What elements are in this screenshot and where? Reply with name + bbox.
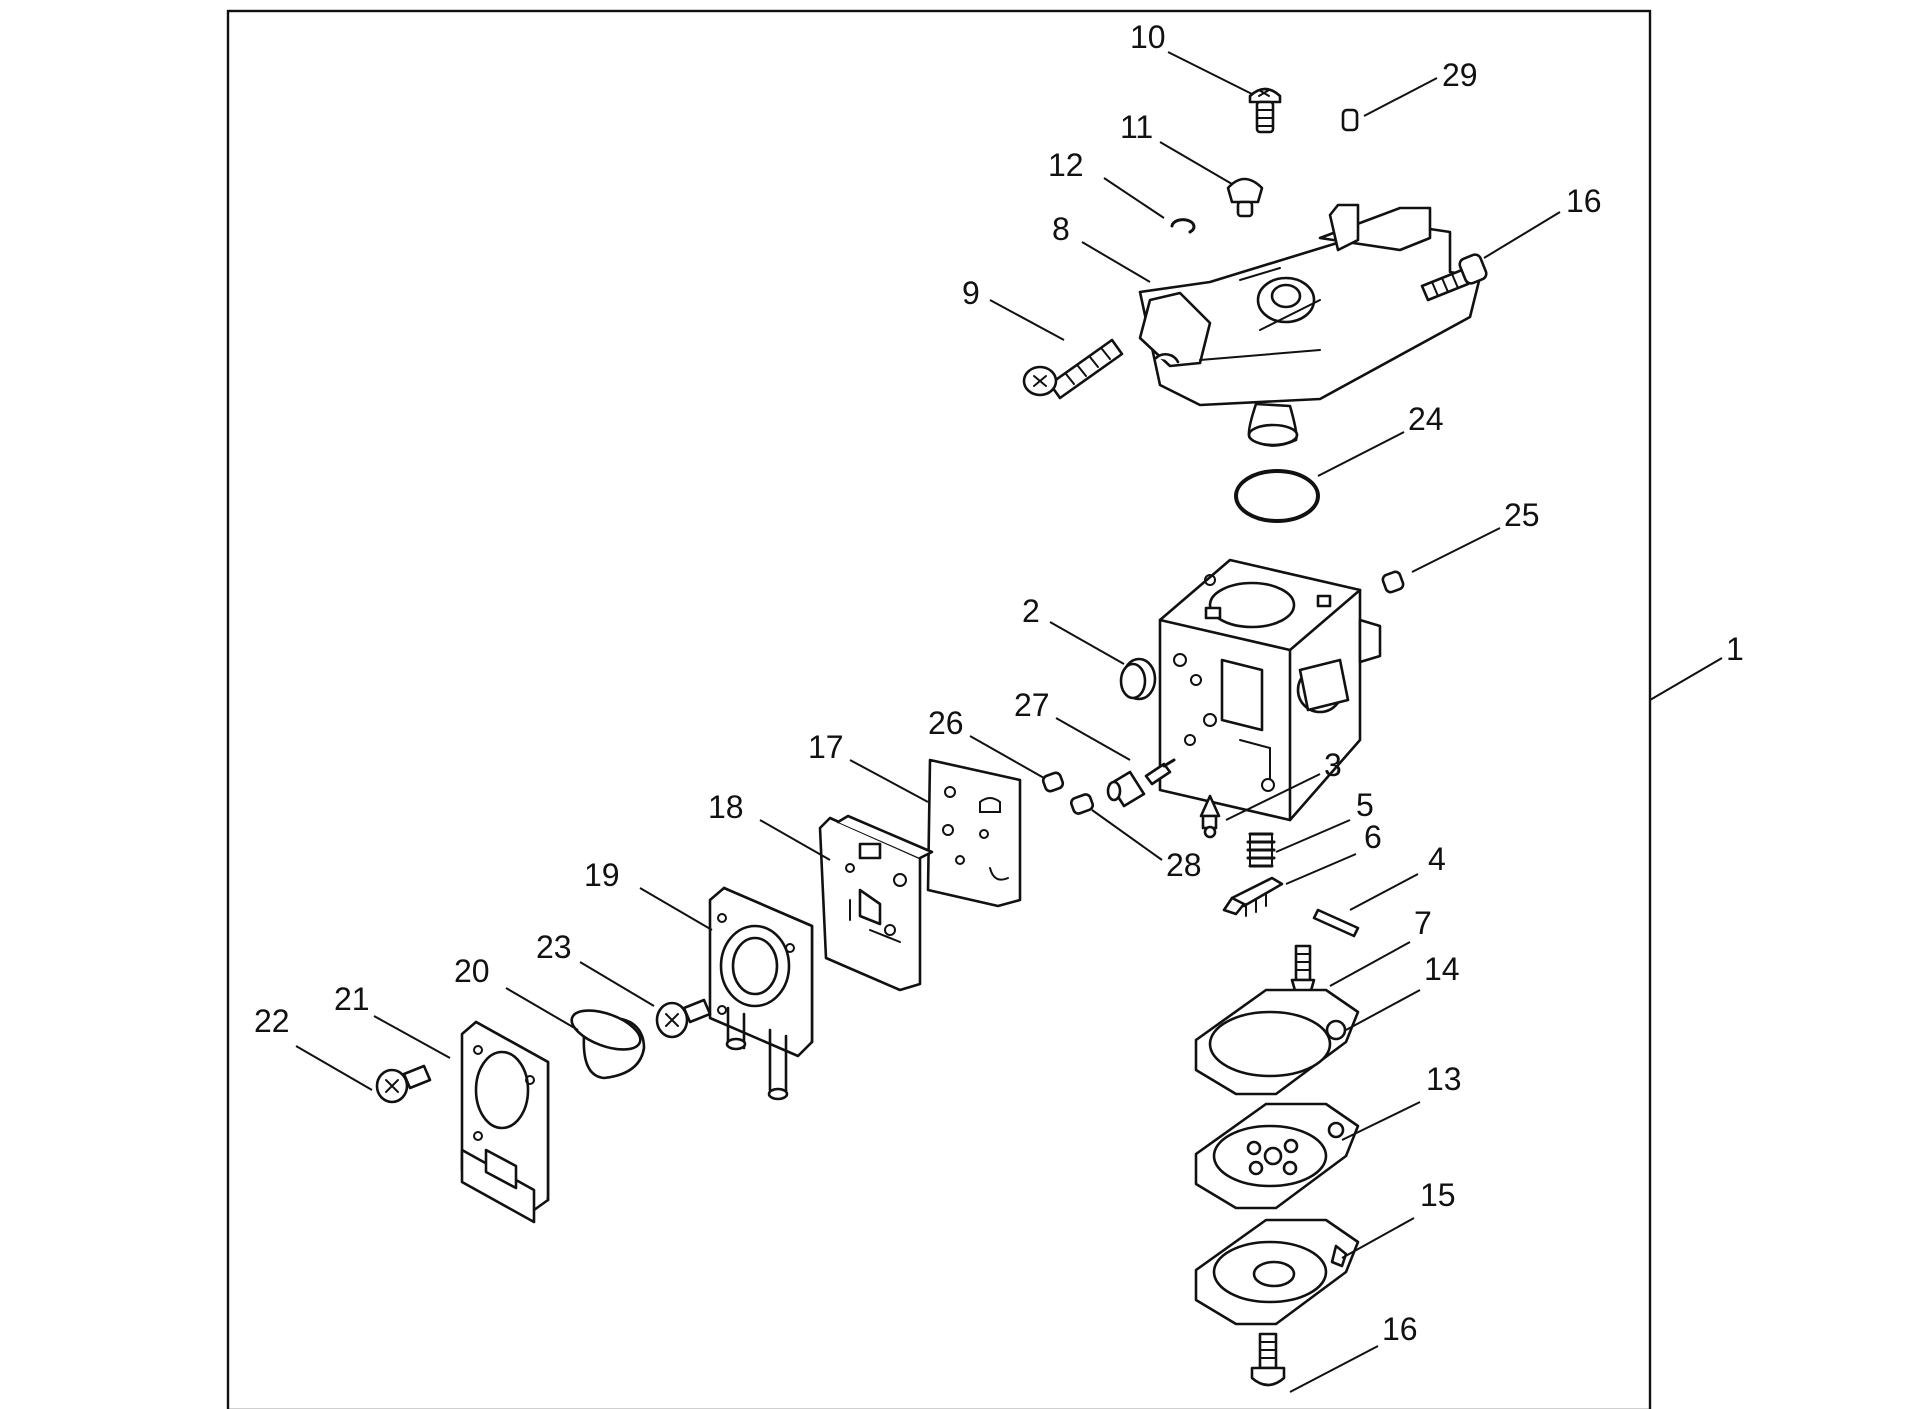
callout-3: 3 — [1324, 747, 1342, 783]
callout-2: 2 — [1022, 593, 1040, 629]
callout-9: 9 — [962, 275, 980, 311]
callout-1: 1 — [1726, 631, 1744, 667]
part-15-cover — [1194, 1218, 1360, 1326]
part-25-plug — [1381, 570, 1405, 594]
part-4-pin — [1312, 908, 1360, 938]
callout-26: 26 — [928, 705, 964, 741]
part-3-needle — [1199, 794, 1221, 839]
leader-lines — [295, 51, 1723, 1393]
callout-22: 22 — [254, 1003, 290, 1039]
part-13-diaphragm — [1194, 1102, 1360, 1210]
part-24-o-ring — [1234, 469, 1320, 523]
part-27-needle — [1106, 758, 1176, 808]
part-20-primer-bulb — [570, 1009, 646, 1080]
callout-6: 6 — [1364, 819, 1382, 855]
carburetor-body — [1158, 558, 1382, 822]
callout-25: 25 — [1504, 497, 1540, 533]
callout-15: 15 — [1420, 1177, 1456, 1213]
callout-12: 12 — [1048, 147, 1084, 183]
part-11-screw — [1226, 177, 1264, 218]
callout-7: 7 — [1414, 905, 1432, 941]
part-28-pin — [1069, 793, 1095, 815]
part-2-filter — [1119, 657, 1157, 701]
assembly-frame — [226, 9, 1652, 1409]
part-19-pump-body — [708, 886, 814, 1101]
callout-18: 18 — [708, 789, 744, 825]
part-23-screw — [655, 998, 712, 1039]
callout-27: 27 — [1014, 687, 1050, 723]
callout-4: 4 — [1428, 841, 1446, 877]
callout-labels: 10 29 11 12 8 16 9 24 25 2 1 27 26 17 3 … — [254, 19, 1744, 1347]
part-26-pin — [1041, 771, 1065, 793]
part-17-gasket — [926, 758, 1022, 908]
part-21-bracket — [460, 1020, 550, 1224]
part-5-spring — [1246, 832, 1276, 868]
callout-11: 11 — [1120, 109, 1153, 145]
callout-20: 20 — [454, 953, 490, 989]
part-14-gasket — [1194, 988, 1360, 1096]
part-16-screw-top — [1420, 253, 1488, 302]
part-6-lever — [1222, 876, 1284, 917]
part-22-screw — [375, 1064, 432, 1104]
part-16-screw-bottom — [1250, 1332, 1286, 1387]
callout-14: 14 — [1424, 951, 1460, 987]
callout-23: 23 — [536, 929, 572, 965]
part-8-throttle-body — [1138, 203, 1482, 447]
part-10-screw — [1248, 87, 1282, 134]
part-7-screw — [1290, 944, 1316, 996]
callout-24: 24 — [1408, 401, 1444, 437]
callout-21: 21 — [334, 981, 370, 1017]
callout-16b: 16 — [1382, 1311, 1418, 1347]
callout-19: 19 — [584, 857, 620, 893]
part-18-plate — [818, 814, 934, 992]
callout-10: 10 — [1130, 19, 1166, 55]
callout-16: 16 — [1566, 183, 1602, 219]
callout-8: 8 — [1052, 211, 1070, 247]
callout-28: 28 — [1166, 847, 1202, 883]
callout-13: 13 — [1426, 1061, 1462, 1097]
callout-29: 29 — [1442, 57, 1478, 93]
callout-17: 17 — [808, 729, 844, 765]
callout-5: 5 — [1356, 787, 1374, 823]
part-12-clip — [1170, 218, 1196, 234]
part-9-long-screw — [1022, 338, 1124, 400]
part-29-pin — [1341, 108, 1359, 132]
